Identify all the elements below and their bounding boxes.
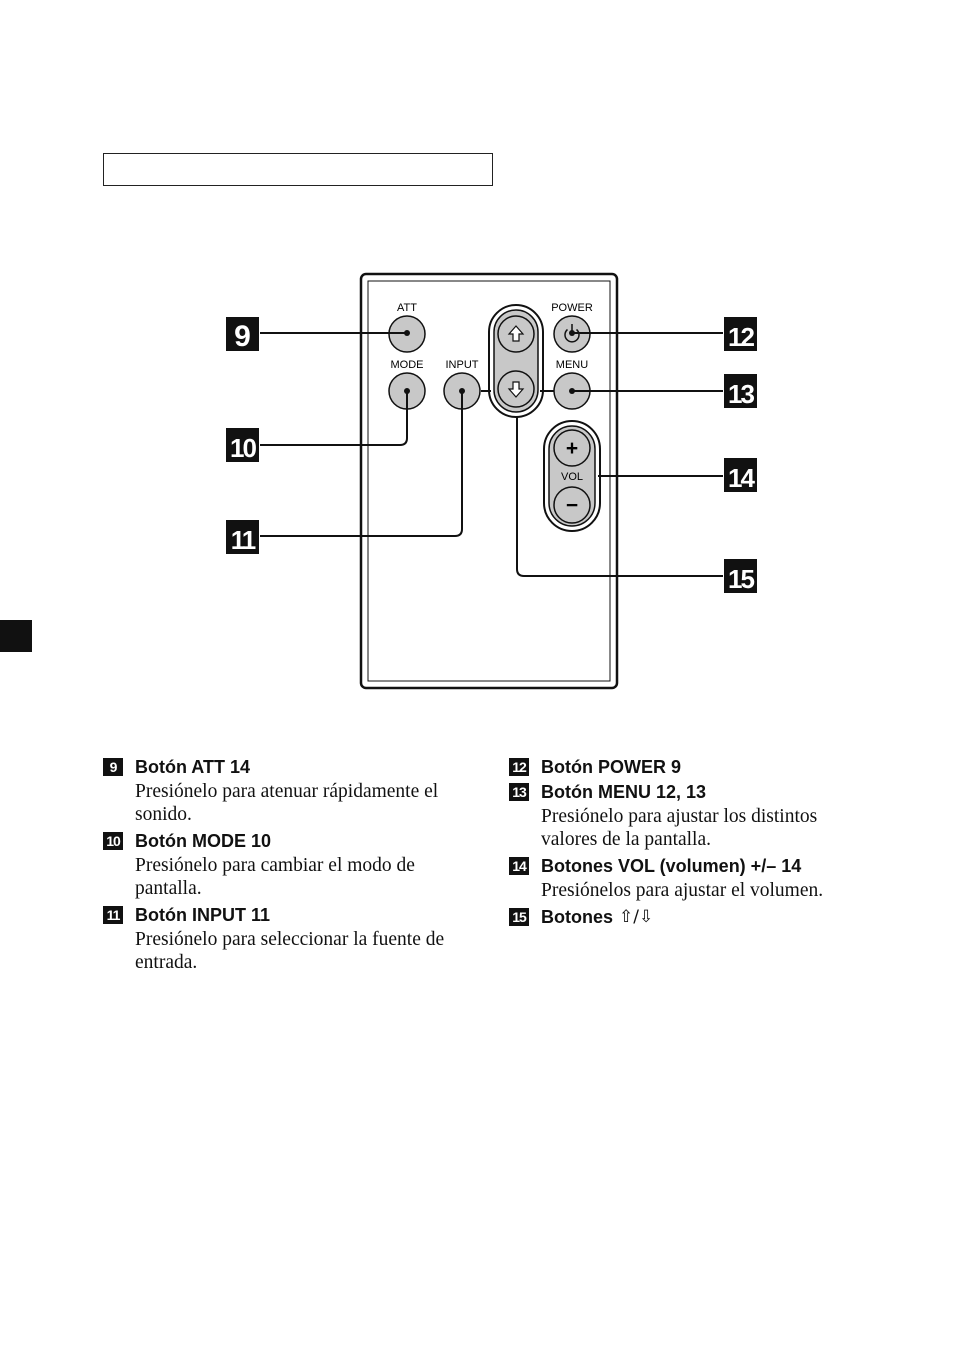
up-arrow-icon — [507, 325, 525, 342]
power-label: POWER — [551, 302, 593, 314]
entry-updown: 15 Botones ⇧/⇩ — [509, 906, 854, 928]
vol-plus-label: + — [566, 437, 578, 460]
entry-title: Botón ATT 14 — [135, 757, 250, 777]
callout-15: 15 — [724, 559, 757, 594]
entry-title: Botones VOL (volumen) +/– 14 — [541, 856, 802, 876]
entry-description: Presiónelo para cambiar el modo de panta… — [135, 855, 415, 899]
entry-mode: 10 Botón MODE 10 Presiónelo para cambiar… — [103, 830, 448, 900]
vol-minus-button[interactable] — [553, 486, 591, 524]
number-badge: 12 — [509, 758, 529, 776]
callout-9: 9 — [226, 317, 259, 353]
vol-label: VOL — [561, 471, 583, 483]
number-badge: 13 — [509, 783, 529, 801]
number-badge: 10 — [103, 832, 123, 850]
callout-14: 14 — [724, 458, 757, 493]
att-label: ATT — [397, 302, 417, 314]
callout-11: 11 — [226, 520, 259, 555]
entry-title: Botón MODE 10 — [135, 831, 272, 851]
remote-body — [359, 272, 619, 690]
mode-label: MODE — [391, 359, 424, 371]
callout-13: 13 — [724, 374, 757, 409]
entry-title: Botón INPUT 11 — [135, 905, 271, 925]
entry-description: Presiónelo para ajustar los distintos va… — [541, 806, 818, 850]
entry-title: Botones — [541, 907, 613, 927]
entry-menu: 13 Botón MENU 12, 13 Presiónelo para aju… — [509, 781, 854, 851]
down-arrow-icon — [507, 381, 525, 398]
callout-12: 12 — [724, 317, 757, 352]
leader-lines — [260, 332, 723, 577]
entry-input: 11 Botón INPUT 11 Presiónelo para selecc… — [103, 904, 448, 974]
callout-10: 10 — [226, 428, 259, 463]
number-badge: 14 — [509, 857, 529, 875]
entry-vol: 14 Botones VOL (volumen) +/– 14 Presióne… — [509, 855, 854, 902]
svg-text:12: 12 — [728, 322, 754, 352]
vol-plus-button[interactable] — [553, 429, 591, 467]
svg-text:11: 11 — [231, 525, 256, 555]
entry-description: Presiónelos para ajustar el volumen. — [541, 880, 824, 901]
entry-att: 9 Botón ATT 14 Presiónelo para atenuar r… — [103, 756, 448, 826]
entry-title: Botón POWER 9 — [541, 757, 681, 777]
number-badge: 15 — [509, 908, 529, 926]
svg-text:15: 15 — [728, 564, 754, 594]
left-description-column: 9 Botón ATT 14 Presiónelo para atenuar r… — [103, 756, 448, 978]
number-badge: 9 — [103, 758, 123, 776]
right-description-column: 12 Botón POWER 9 13 Botón MENU 12, 13 Pr… — [509, 756, 854, 932]
section-tab-marker — [0, 620, 32, 652]
entry-title: Botón MENU 12, 13 — [541, 782, 707, 802]
entry-description: Presiónelo para seleccionar la fuente de… — [135, 929, 445, 973]
number-badge: 11 — [103, 906, 123, 924]
entry-power: 12 Botón POWER 9 — [509, 756, 854, 778]
remote-inner-frame — [367, 280, 611, 682]
remote-control-diagram: + − VOL ATT MODE INPUT POWER MENU 9 — [226, 272, 757, 690]
svg-text:14: 14 — [728, 463, 755, 493]
vol-minus-label: − — [566, 494, 578, 517]
svg-text:10: 10 — [230, 433, 256, 463]
header-box — [103, 153, 493, 186]
menu-label: MENU — [556, 359, 588, 371]
svg-text:9: 9 — [234, 320, 251, 353]
updown-arrows-icon: ⇧/⇩ — [619, 907, 654, 927]
svg-text:13: 13 — [728, 379, 754, 409]
entry-description: Presiónelo para atenuar rápidamente el s… — [135, 781, 439, 825]
input-label: INPUT — [446, 359, 479, 371]
